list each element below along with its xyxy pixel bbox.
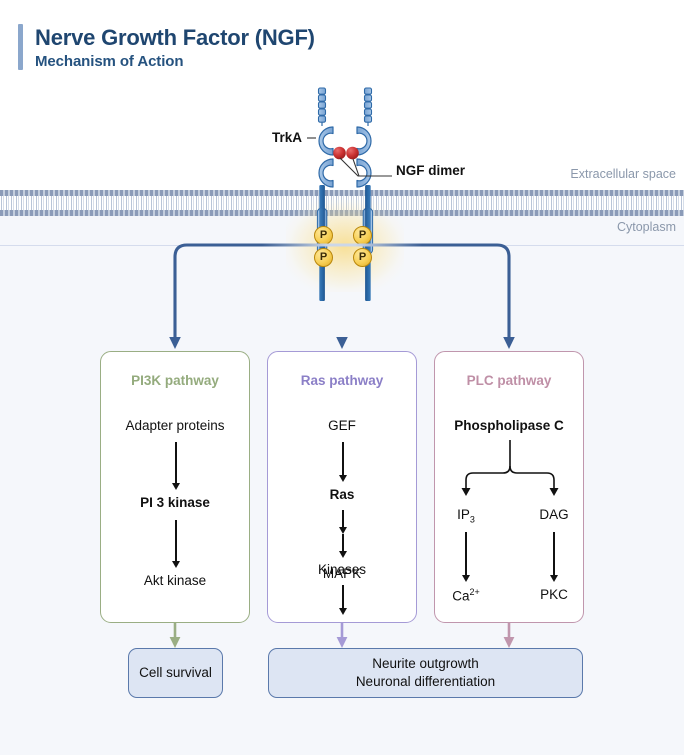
phosphate-badge: P — [314, 248, 333, 267]
node-pi-3-kinase: PI 3 kinase — [140, 495, 210, 510]
pathway-box-plc[interactable]: PLC pathway Phospholipase C IP3 DAG Ca2+… — [434, 351, 584, 623]
page-title: Nerve Growth Factor (NGF) — [35, 25, 315, 50]
node-ras: Ras — [329, 487, 355, 502]
page-header: Nerve Growth Factor (NGF) Mechanism of A… — [18, 24, 315, 71]
phosphate-badge: P — [353, 226, 372, 245]
outcome-label-neurite: Neurite outgrowth Neuronal differentiati… — [356, 655, 495, 691]
pathway-title-pi3k: PI3K pathway — [131, 373, 219, 388]
node-ip3: IP3 — [457, 507, 475, 525]
node-adapter-proteins: Adapter proteins — [125, 418, 225, 433]
outcome-box-neurite[interactable]: Neurite outgrowth Neuronal differentiati… — [268, 648, 583, 698]
trka-receptor-dimer — [306, 86, 392, 301]
pathway-box-pi3k[interactable]: PI3K pathway Adapter proteins PI 3 kinas… — [100, 351, 250, 623]
pathway-title-ras: Ras pathway — [300, 373, 384, 388]
outcome-box-cell-survival[interactable]: Cell survival — [128, 648, 223, 698]
trka-label: TrkA — [272, 130, 303, 145]
outcome-line-1: Neurite outgrowth — [372, 655, 479, 671]
node-mapk: MAPK — [322, 566, 362, 581]
cytoplasm-label: Cytoplasm — [616, 220, 676, 234]
outcome-label-cell-survival: Cell survival — [139, 664, 212, 680]
phosphate-badge: P — [314, 226, 333, 245]
node-kinases: Kinases — [317, 562, 367, 577]
trka-monomer-right — [356, 87, 374, 301]
node-pkc: PKC — [540, 587, 568, 602]
node-gef: GEF — [328, 418, 356, 433]
pathway-title-plc: PLC pathway — [466, 373, 552, 388]
page-subtitle: Mechanism of Action — [35, 53, 184, 71]
outcome-line-2: Neuronal differentiation — [355, 674, 496, 689]
trka-monomer-left — [316, 87, 334, 301]
ngf-dimer-ligand — [333, 146, 392, 177]
phosphate-badge: P — [353, 248, 372, 267]
extracellular-space-label: Extracellular space — [570, 167, 676, 181]
node-akt-kinase: Akt kinase — [143, 573, 207, 588]
title-accent-bar — [18, 24, 23, 71]
node-calcium: Ca2+ — [452, 587, 480, 604]
node-phospholipase-c: Phospholipase C — [454, 418, 564, 433]
membrane-outer-leaflet — [0, 190, 684, 196]
node-dag: DAG — [539, 507, 569, 522]
plc-branch-splitter — [461, 440, 559, 496]
ngf-dimer-label: NGF dimer — [396, 163, 466, 178]
pathway-box-ras[interactable]: Ras pathway GEF Ras Kinases — [267, 351, 417, 623]
